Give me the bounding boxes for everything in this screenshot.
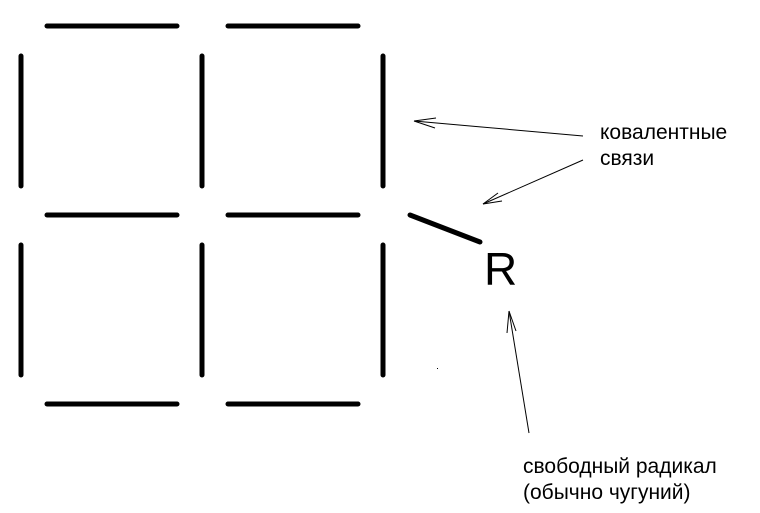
- covalent-bonds-label-line1: ковалентные: [600, 121, 728, 144]
- free-radical-label-line2: (обычно чугуний): [523, 481, 691, 504]
- lattice-bonds: [18, 23, 483, 407]
- free-radical-label-line1: свободный радикал: [523, 455, 717, 478]
- covalent-bonds-label-line2: связи: [600, 147, 655, 170]
- arrow-to-covalent-bond-2: [482, 159, 584, 205]
- arrow-to-radical: [506, 310, 530, 434]
- annotation-arrows: [413, 117, 584, 434]
- stray-dot: [437, 368, 438, 369]
- radical-bond: [407, 212, 483, 245]
- arrow-to-covalent-bond-1: [413, 117, 584, 137]
- radical-symbol: R: [484, 243, 518, 295]
